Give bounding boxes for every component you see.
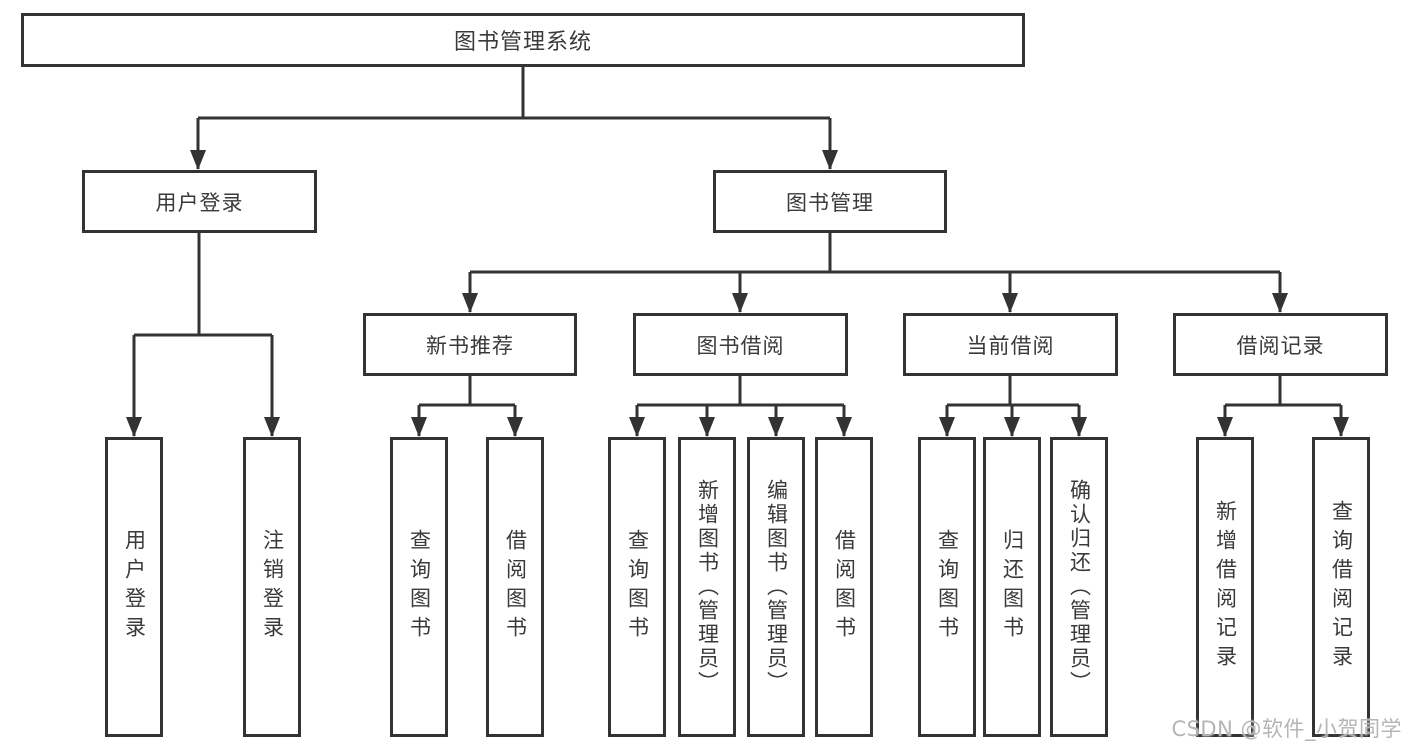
leaf-logout-label: 注销登录 <box>260 529 285 645</box>
leaf-records-add-record-label: 新增借阅记录 <box>1213 500 1238 674</box>
node-book-borrowing-label: 图书借阅 <box>696 333 785 358</box>
leaf-records-query-record-label: 查询借阅记录 <box>1329 500 1354 674</box>
node-new-book-recommend: 新书推荐 <box>363 313 577 376</box>
leaf-borrowing-edit-books-admin-label: 编辑图书（管理员） <box>764 479 789 695</box>
leaf-current-query-books: 查询图书 <box>918 437 976 737</box>
node-library-system: 图书管理系统 <box>21 13 1025 67</box>
leaf-borrowing-add-books-admin: 新增图书（管理员） <box>678 437 736 737</box>
leaf-current-query-books-label: 查询图书 <box>935 529 960 645</box>
node-new-book-recommend-label: 新书推荐 <box>426 333 514 358</box>
leaf-borrowing-edit-books-admin: 编辑图书（管理员） <box>747 437 805 737</box>
leaf-user-login-label: 用户登录 <box>122 529 147 645</box>
leaf-current-confirm-return-admin: 确认归还（管理员） <box>1050 437 1108 737</box>
leaf-recommend-query-books-label: 查询图书 <box>407 529 432 645</box>
csdn-watermark: CSDN @软件_小贺同学 <box>1171 717 1402 741</box>
leaf-current-return-books: 归还图书 <box>983 437 1041 737</box>
node-book-management: 图书管理 <box>713 170 947 233</box>
leaf-records-query-record: 查询借阅记录 <box>1312 437 1370 737</box>
leaf-current-confirm-return-admin-label: 确认归还（管理员） <box>1067 479 1092 695</box>
node-current-borrowing: 当前借阅 <box>903 313 1118 376</box>
leaf-logout: 注销登录 <box>243 437 301 737</box>
node-book-management-label: 图书管理 <box>786 190 874 215</box>
leaf-current-return-books-label: 归还图书 <box>1000 529 1025 645</box>
leaf-recommend-query-books: 查询图书 <box>390 437 448 737</box>
leaf-user-login: 用户登录 <box>105 437 163 737</box>
leaf-borrowing-add-books-admin-label: 新增图书（管理员） <box>695 479 720 695</box>
leaf-recommend-borrow-books-label: 借阅图书 <box>503 529 528 645</box>
leaf-borrowing-borrow-books-label: 借阅图书 <box>832 529 857 645</box>
leaf-borrowing-borrow-books: 借阅图书 <box>815 437 873 737</box>
node-current-borrowing-label: 当前借阅 <box>966 333 1055 358</box>
node-user-login: 用户登录 <box>82 170 317 233</box>
node-book-borrowing: 图书借阅 <box>633 313 848 376</box>
leaf-borrowing-query-books: 查询图书 <box>608 437 666 737</box>
node-library-system-label: 图书管理系统 <box>453 30 592 55</box>
node-borrowing-records: 借阅记录 <box>1173 313 1388 376</box>
leaf-records-add-record: 新增借阅记录 <box>1196 437 1254 737</box>
leaf-recommend-borrow-books: 借阅图书 <box>486 437 544 737</box>
node-user-login-label: 用户登录 <box>155 190 244 215</box>
leaf-borrowing-query-books-label: 查询图书 <box>625 529 650 645</box>
node-borrowing-records-label: 借阅记录 <box>1236 333 1325 358</box>
